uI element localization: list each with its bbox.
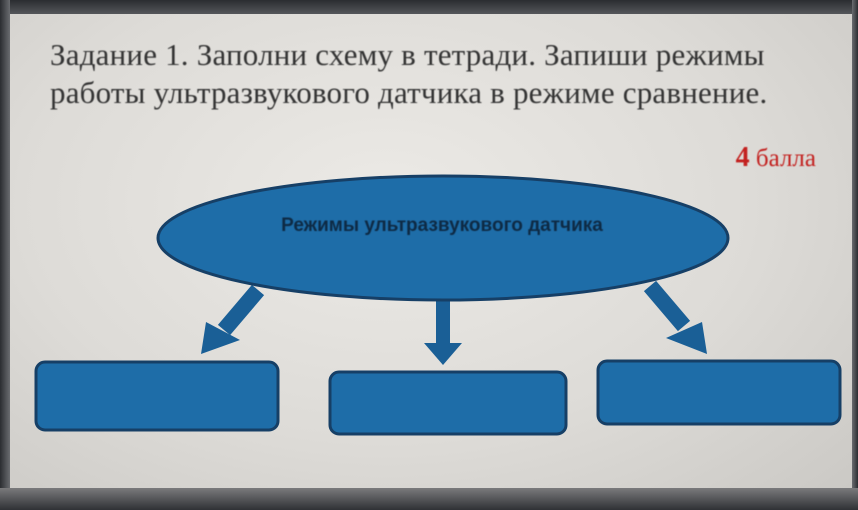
- monitor-bezel-left: [0, 0, 10, 510]
- arrow-left: [201, 284, 265, 354]
- root-ellipse-label: Режимы ультразвукового датчика: [281, 215, 603, 236]
- arrow-center: [424, 298, 462, 365]
- monitor-bezel-right: [852, 0, 858, 510]
- points-unit: балла: [755, 145, 816, 172]
- answer-box-1: [34, 360, 280, 432]
- answer-box-2: [328, 370, 568, 436]
- answer-box-3: [596, 359, 842, 426]
- task-text: Задание 1. Заполни схему в тетради. Запи…: [50, 37, 768, 110]
- monitor-bezel-bottom: [0, 488, 858, 510]
- root-ellipse: [156, 174, 730, 302]
- points-label: 4 балла: [736, 142, 816, 174]
- monitor-bezel-top: [0, 0, 858, 14]
- points-number: 4: [735, 142, 750, 173]
- arrow-right: [643, 280, 707, 354]
